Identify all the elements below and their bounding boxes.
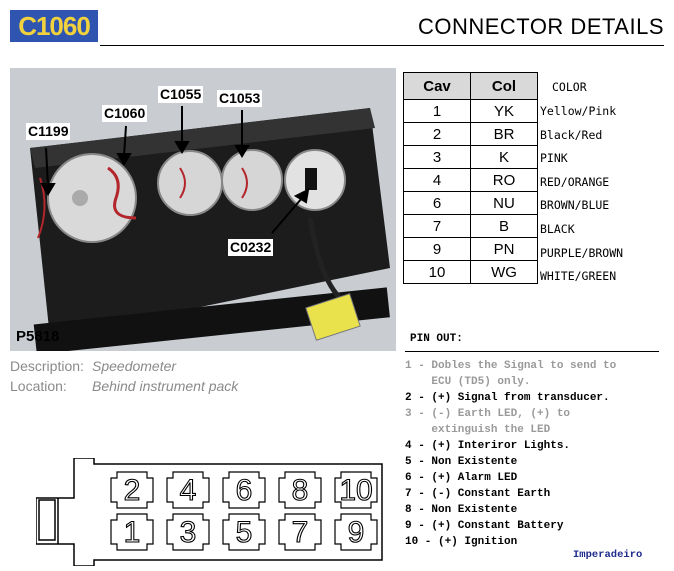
description-line: Description: Speedometer bbox=[10, 358, 176, 374]
pinout-divider bbox=[405, 351, 659, 352]
col-cell: WG bbox=[470, 260, 538, 284]
pin-number: 3 bbox=[180, 516, 197, 549]
pinout-line: ECU (TD5) only. bbox=[405, 376, 531, 388]
cav-cell: 4 bbox=[403, 168, 471, 192]
connector-id-badge: C1060 bbox=[10, 10, 98, 42]
col-cell: BR bbox=[470, 122, 538, 146]
header-cav: Cav bbox=[403, 72, 471, 100]
pin-cavity bbox=[110, 513, 154, 551]
description-label: Description: bbox=[10, 358, 84, 374]
cav-cell: 9 bbox=[403, 237, 471, 261]
callout-c1199: C1199 bbox=[26, 123, 71, 140]
location-label: Location: bbox=[10, 378, 67, 394]
cav-cell: 10 bbox=[403, 260, 471, 284]
pin-cavity bbox=[334, 513, 378, 551]
callout-c1055: C1055 bbox=[158, 86, 204, 103]
pinout-line: 9 - (+) Constant Battery bbox=[405, 520, 564, 532]
pinout-line: 7 - (-) Constant Earth bbox=[405, 488, 551, 500]
callout-c1060: C1060 bbox=[102, 105, 148, 122]
pinout-line: 10 - (+) Ignition bbox=[405, 536, 518, 548]
colour-name: RED/ORANGE bbox=[540, 174, 610, 189]
colour-name: Yellow/Pink bbox=[540, 104, 617, 118]
colour-header: COLOR bbox=[552, 80, 587, 94]
pin-cavity bbox=[334, 471, 378, 509]
author-credit: Imperadeiro bbox=[573, 549, 643, 561]
colour-name: BLACK bbox=[540, 221, 575, 236]
pin-number: 7 bbox=[292, 516, 309, 549]
pinout-heading: PIN OUT: bbox=[410, 333, 463, 345]
colour-name: PINK bbox=[540, 151, 568, 166]
pinout-line: 8 - Non Existente bbox=[405, 504, 518, 516]
pinout-line: extinguish the LED bbox=[405, 424, 551, 436]
cav-cell: 3 bbox=[403, 145, 471, 169]
header-col: Col bbox=[470, 72, 538, 100]
colour-name: PURPLE/BROWN bbox=[540, 245, 624, 260]
pin-number: 5 bbox=[236, 516, 253, 549]
pinout-line: 3 - (-) Earth LED, (+) to bbox=[405, 408, 571, 420]
colour-names: COLOR Yellow/Pink Black/Red PINK RED/ORA… bbox=[540, 72, 670, 289]
cav-cell: 1 bbox=[403, 99, 471, 123]
title-divider bbox=[100, 45, 664, 46]
cav-cell: 7 bbox=[403, 214, 471, 238]
description-value: Speedometer bbox=[92, 358, 177, 374]
pin-cavity bbox=[110, 471, 154, 509]
colour-name: BROWN/BLUE bbox=[540, 198, 610, 213]
page-title: CONNECTOR DETAILS bbox=[417, 14, 664, 39]
pin-number: 10 bbox=[339, 474, 372, 507]
pin-number: 4 bbox=[180, 474, 197, 507]
location-value: Behind instrument pack bbox=[92, 378, 239, 394]
pin-cavity bbox=[166, 471, 210, 509]
colour-name: Black/Red bbox=[540, 127, 603, 142]
connector-id: C1060 bbox=[18, 10, 91, 41]
cav-cell: 2 bbox=[403, 122, 471, 146]
instrument-pack-photo: C1199 C1060 C1055 C1053 C0232 P5818 bbox=[10, 68, 396, 351]
col-cell: NU bbox=[470, 191, 538, 215]
connector-face-diagram: 2 4 6 8 10 1 3 5 7 9 bbox=[36, 458, 383, 566]
location-line: Location: Behind instrument pack bbox=[10, 378, 238, 394]
pinout-line: 6 - (+) Alarm LED bbox=[405, 472, 518, 484]
col-cell: RO bbox=[470, 168, 538, 192]
pinout-list: 1 - Dobles the Signal to send to ECU (TD… bbox=[405, 358, 616, 550]
pin-cavity bbox=[222, 513, 266, 551]
pin-cavity bbox=[278, 471, 322, 509]
pinout-line: 2 - (+) Signal from transducer. bbox=[405, 392, 610, 404]
callout-c0232: C0232 bbox=[228, 239, 274, 256]
pin-cavity bbox=[222, 471, 266, 509]
col-cell: K bbox=[470, 145, 538, 169]
pin-number: 6 bbox=[236, 474, 253, 507]
col-cell: PN bbox=[470, 237, 538, 261]
colour-name: WHITE/GREEN bbox=[540, 269, 617, 284]
cav-cell: 6 bbox=[403, 191, 471, 215]
pinout-line: 5 - Non Existente bbox=[405, 456, 518, 468]
pin-cavity bbox=[166, 513, 210, 551]
pin-number: 1 bbox=[124, 516, 141, 549]
col-cell: YK bbox=[470, 99, 538, 123]
pin-number: 9 bbox=[348, 516, 365, 549]
pin-cavity bbox=[278, 513, 322, 551]
pinout-line: 1 - Dobles the Signal to send to bbox=[405, 360, 617, 372]
col-cell: B bbox=[470, 214, 538, 238]
pin-number: 2 bbox=[124, 474, 141, 507]
photo-code: P5818 bbox=[16, 328, 60, 345]
pin-number: 8 bbox=[292, 474, 309, 507]
callout-c1053: C1053 bbox=[217, 90, 263, 107]
pinout-line: 4 - (+) Interiror Lights. bbox=[405, 440, 571, 452]
instrument-pack-illustration bbox=[10, 68, 396, 351]
